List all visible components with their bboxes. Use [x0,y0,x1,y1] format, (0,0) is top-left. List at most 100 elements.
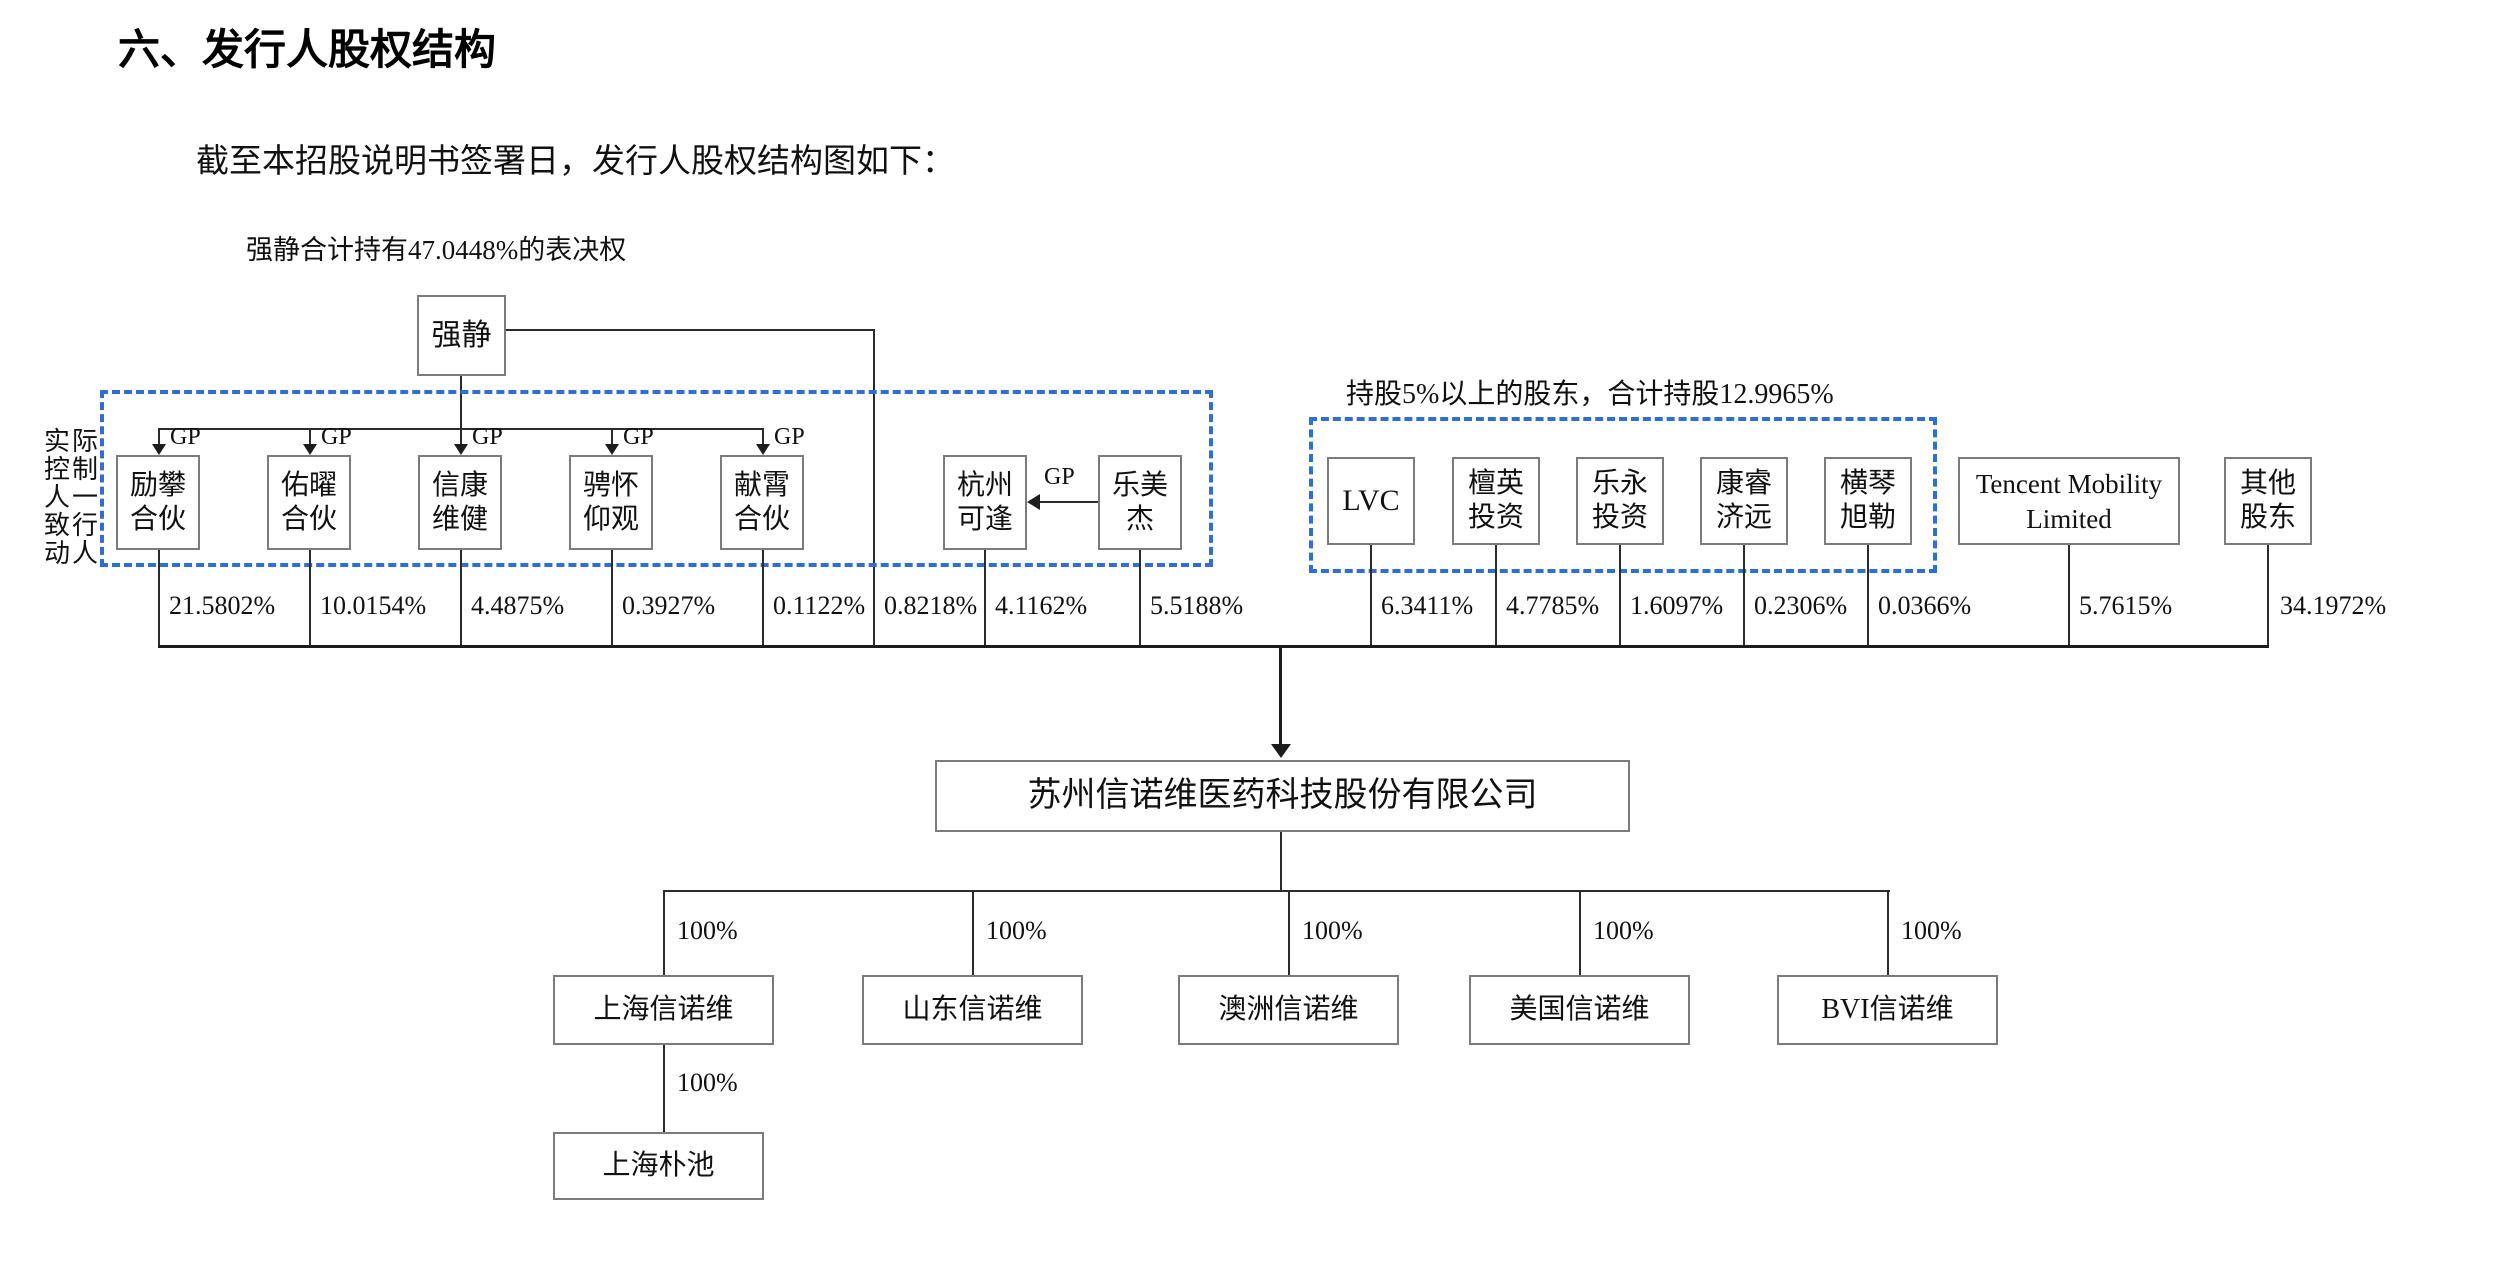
connector-drop [1288,890,1290,975]
shareholder-name: 杭州 [956,470,1013,501]
connector-issuer-drop [1279,648,1282,748]
percent-label: 21.5802% [169,591,276,620]
shareholder-name: LVC [1342,484,1400,517]
percent-label: 100% [677,1068,738,1097]
subsidiary-box-us-sinovent: 美国信诺维 [1469,975,1690,1045]
percent-label: 4.4875% [471,591,565,620]
percent-label: 10.0154% [320,591,427,620]
issuer-box: 苏州信诺维医药科技股份有限公司 [935,760,1630,832]
issuer-name: 苏州信诺维医药科技股份有限公司 [1027,777,1538,814]
connector-drop [1887,890,1889,975]
connector-drop [460,550,462,646]
connector-gp-drop [762,428,764,448]
shareholder-box-kangrui: 康睿 济远 [1700,457,1788,545]
subsidiary-box-shandong-sinovent: 山东信诺维 [862,975,1083,1045]
shareholder-box-hangzhou-kefeng: 杭州 可逢 [943,455,1027,550]
subsidiary-box-bvi-sinovent: BVI信诺维 [1777,975,1998,1045]
arrow-down-icon [454,444,468,455]
shareholder-name: 旭勒 [1839,502,1896,533]
connector-drop [1867,545,1869,646]
subsidiary-box-australia-sinovent: 澳洲信诺维 [1178,975,1399,1045]
shareholder-name: 合伙 [733,504,790,535]
shareholder-name: 合伙 [280,504,337,535]
shareholder-box-chenghuai: 骋怀 仰观 [569,455,653,550]
shareholder-name: 仰观 [582,504,639,535]
subsidiary-name: 澳洲信诺维 [1218,994,1359,1025]
connector-drop [1139,550,1141,646]
shareholder-box-lvc: LVC [1327,457,1415,545]
connector-drop [762,550,764,646]
shareholder-box-tanying: 檀英 投资 [1452,457,1540,545]
label-line: 实际 [44,427,101,456]
shareholder-name: 信康 [431,470,488,501]
connector-drop [1579,890,1581,975]
shareholder-name: Limited [2026,504,2112,534]
arrow-down-icon [152,444,166,455]
percent-label: 4.7785% [1506,591,1600,620]
subsidiary-name: BVI信诺维 [1821,994,1954,1025]
label-line: 人一 [44,483,101,512]
percent-label: 5.5188% [1150,591,1244,620]
percent-label: 1.6097% [1630,591,1724,620]
arrow-down-icon [303,444,317,455]
connector-lemeijie-gp [1039,501,1098,503]
gp-label: GP [623,424,654,450]
subsidiary-name: 美国信诺维 [1509,994,1650,1025]
arrow-down-icon [756,444,770,455]
subsidiary-box-shanghai-sinovent: 上海信诺维 [553,975,774,1045]
percent-label: 5.7615% [2079,591,2173,620]
arrow-left-icon [1027,494,1040,510]
shareholder-name: 济远 [1715,502,1772,533]
shareholder-name: 股东 [2239,502,2296,533]
connector-drop [663,890,665,975]
five-percent-group-title: 持股5%以上的股东，合计持股12.9965% [1346,379,1834,410]
shareholder-box-xianxiao: 献霄 合伙 [720,455,804,550]
shareholder-name: 其他 [2239,468,2296,499]
connector-gp-drop [460,428,462,448]
connector-drop [1619,545,1621,646]
percent-label: 6.3411% [1381,591,1474,620]
connector-qiangjing-direct-drop [873,329,875,646]
shareholder-name: 励攀 [129,470,186,501]
shareholder-box-xinkang: 信康 维健 [418,455,502,550]
subsidiary-name: 上海信诺维 [593,994,734,1025]
shareholder-name: 佑曜 [280,470,337,501]
connector-gp-drop [611,428,613,448]
connector-drop [611,550,613,646]
gp-label: GP [170,424,201,450]
gp-label: GP [321,424,352,450]
arrow-down-icon [1271,744,1291,758]
percent-label: 0.2306% [1754,591,1848,620]
gp-label: GP [472,424,503,450]
percent-label: 100% [1302,916,1363,945]
connector-subsidiary-distribution [663,890,1890,892]
percent-label: 100% [986,916,1047,945]
percent-label: 100% [1901,916,1962,945]
shareholder-box-hengqin: 横琴 旭勒 [1824,457,1912,545]
connector-drop [309,550,311,646]
label-line: 致行 [44,511,101,540]
label-line: 控制 [44,455,101,484]
connector-qiangjing-right [506,329,875,331]
subsidiary-name: 山东信诺维 [902,994,1043,1025]
connector-drop [2068,545,2070,646]
shareholder-name: 檀英 [1467,468,1524,499]
connector-drop [2267,545,2269,646]
shareholder-name: 乐永 [1591,468,1648,499]
shareholder-name: 杰 [1125,504,1154,535]
shareholder-name: 骋怀 [582,470,639,501]
connector-drop [158,550,160,646]
connector-drop [1495,545,1497,646]
connector-gp-drop [158,428,160,448]
subsidiary-box-shanghai-puchi: 上海朴池 [553,1132,764,1200]
connector-junction [158,645,2269,648]
shareholder-box-other: 其他 股东 [2224,457,2312,545]
intro-text: 截至本招股说明书签署日，发行人股权结构图如下： [196,144,955,180]
connector-gp-drop [309,428,311,448]
subsidiary-name: 上海朴池 [602,1150,715,1181]
connector-drop [984,550,986,646]
shareholder-box-qiangjing: 强静 [417,295,506,376]
shareholder-box-tencent: Tencent Mobility Limited [1958,457,2180,545]
gp-label: GP [1044,464,1075,490]
